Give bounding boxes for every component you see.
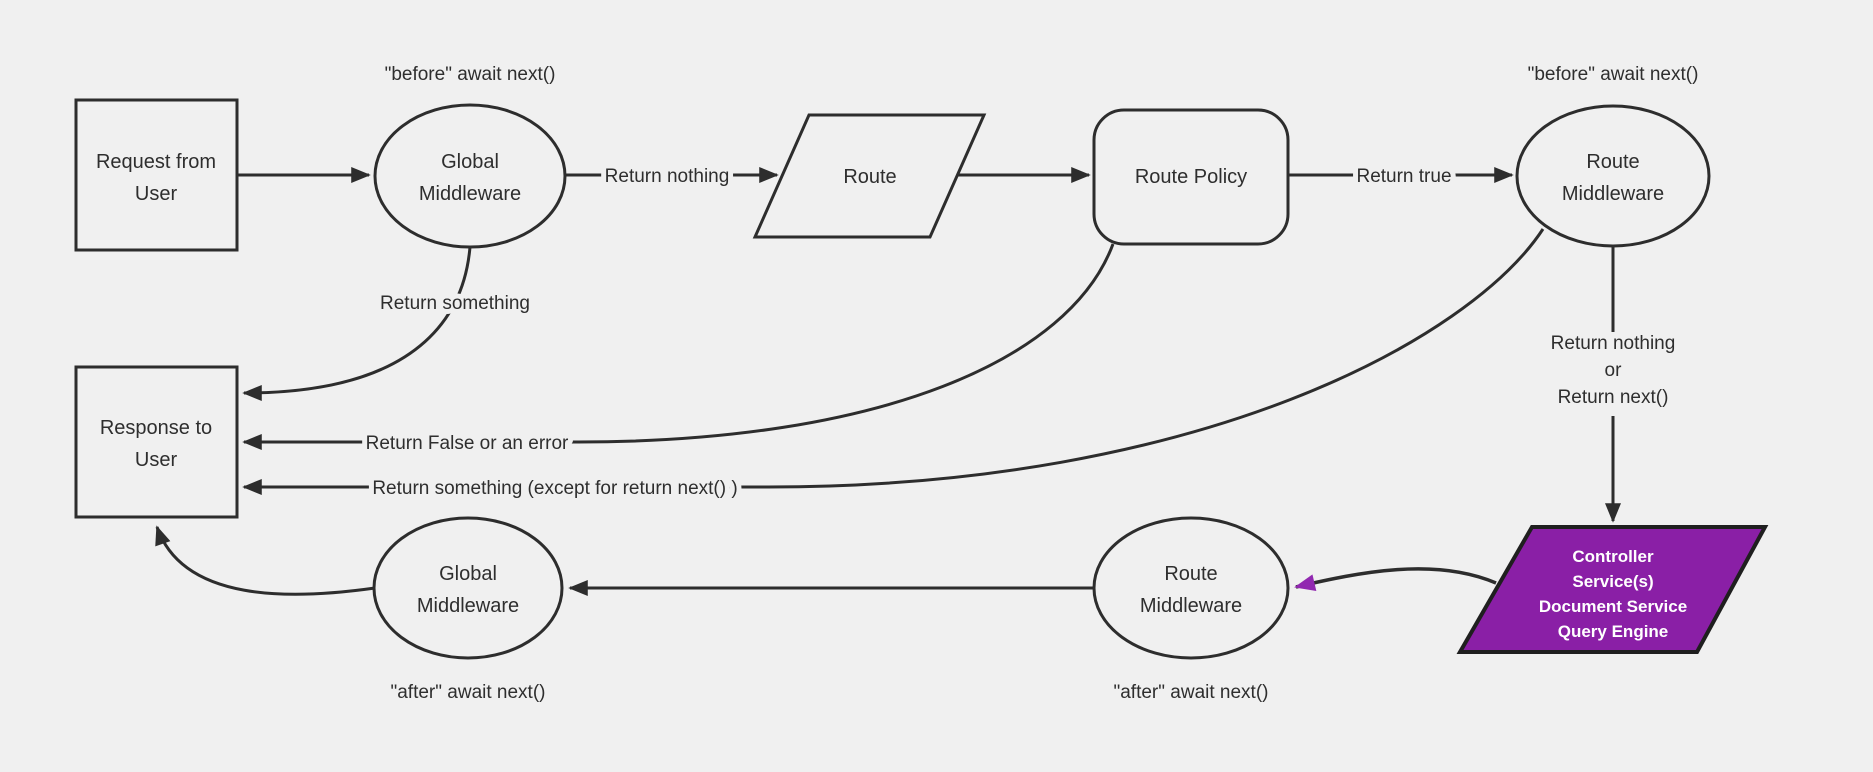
edge-global-middleware-bottom-to-response bbox=[155, 525, 376, 596]
edge-label-return-false: Return False or an error bbox=[366, 433, 569, 454]
node-global-middleware-top-line1: Global bbox=[441, 151, 499, 173]
node-route-label: Route bbox=[843, 166, 896, 188]
edge-route-middleware-to-response bbox=[242, 228, 1545, 495]
edge-labels: Return nothing Return true Return someth… bbox=[361, 161, 1681, 504]
annotation-before-route-middleware: "before" await next() bbox=[1528, 64, 1699, 85]
node-global-middleware-bottom-line2: Middleware bbox=[417, 595, 519, 617]
node-route-middleware-bottom-line1: Route bbox=[1164, 563, 1217, 585]
nodes: Request from User Global Middleware Rout… bbox=[74, 98, 1769, 660]
node-response-to-user bbox=[74, 365, 239, 519]
edge-route-policy-to-response bbox=[242, 243, 1115, 450]
node-route-middleware-bottom-line2: Middleware bbox=[1140, 595, 1242, 617]
edge-label-return-nothing-or-line3: Return next() bbox=[1558, 387, 1669, 408]
node-controller-line4: Query Engine bbox=[1558, 622, 1669, 641]
node-global-middleware-bottom bbox=[372, 516, 564, 660]
node-controller-line1: Controller bbox=[1572, 547, 1654, 566]
node-request-from-user bbox=[74, 98, 239, 252]
annotations: "before" await next() "before" await nex… bbox=[385, 64, 1699, 703]
node-route-middleware-top-line1: Route bbox=[1586, 151, 1639, 173]
node-response-label-line2: User bbox=[135, 449, 178, 471]
node-route-middleware-bottom bbox=[1092, 516, 1290, 660]
edge-label-return-nothing-or-line2: or bbox=[1605, 360, 1623, 381]
node-controller-services bbox=[1456, 525, 1769, 654]
annotation-after-global-middleware: "after" await next() bbox=[391, 682, 546, 703]
node-route-middleware-top bbox=[1515, 104, 1711, 248]
node-request-label-line2: User bbox=[135, 183, 178, 205]
edge-label-return-nothing-or-line1: Return nothing bbox=[1551, 333, 1676, 354]
edge-global-middleware-to-response bbox=[242, 246, 472, 401]
node-global-middleware-bottom-line1: Global bbox=[439, 563, 497, 585]
node-response-label-line1: Response to bbox=[100, 417, 212, 439]
edge-label-return-something: Return something bbox=[380, 293, 530, 314]
edge-label-return-something-except: Return something (except for return next… bbox=[372, 478, 737, 499]
node-route-policy-label: Route Policy bbox=[1135, 166, 1247, 188]
annotation-before-global-middleware: "before" await next() bbox=[385, 64, 556, 85]
edge-label-return-true: Return true bbox=[1356, 166, 1451, 187]
node-global-middleware-top bbox=[373, 103, 567, 249]
node-controller-line2: Service(s) bbox=[1572, 572, 1653, 591]
node-controller-line3: Document Service bbox=[1539, 597, 1687, 616]
edge-controller-to-route-middleware bbox=[1294, 567, 1497, 591]
node-route-policy bbox=[1092, 108, 1290, 246]
annotation-after-route-middleware: "after" await next() bbox=[1114, 682, 1269, 703]
edges bbox=[155, 167, 1621, 596]
node-route-middleware-top-line2: Middleware bbox=[1562, 183, 1664, 205]
node-request-label-line1: Request from bbox=[96, 151, 216, 173]
node-global-middleware-top-line2: Middleware bbox=[419, 183, 521, 205]
edge-label-return-nothing: Return nothing bbox=[605, 166, 730, 187]
node-route bbox=[752, 113, 987, 239]
